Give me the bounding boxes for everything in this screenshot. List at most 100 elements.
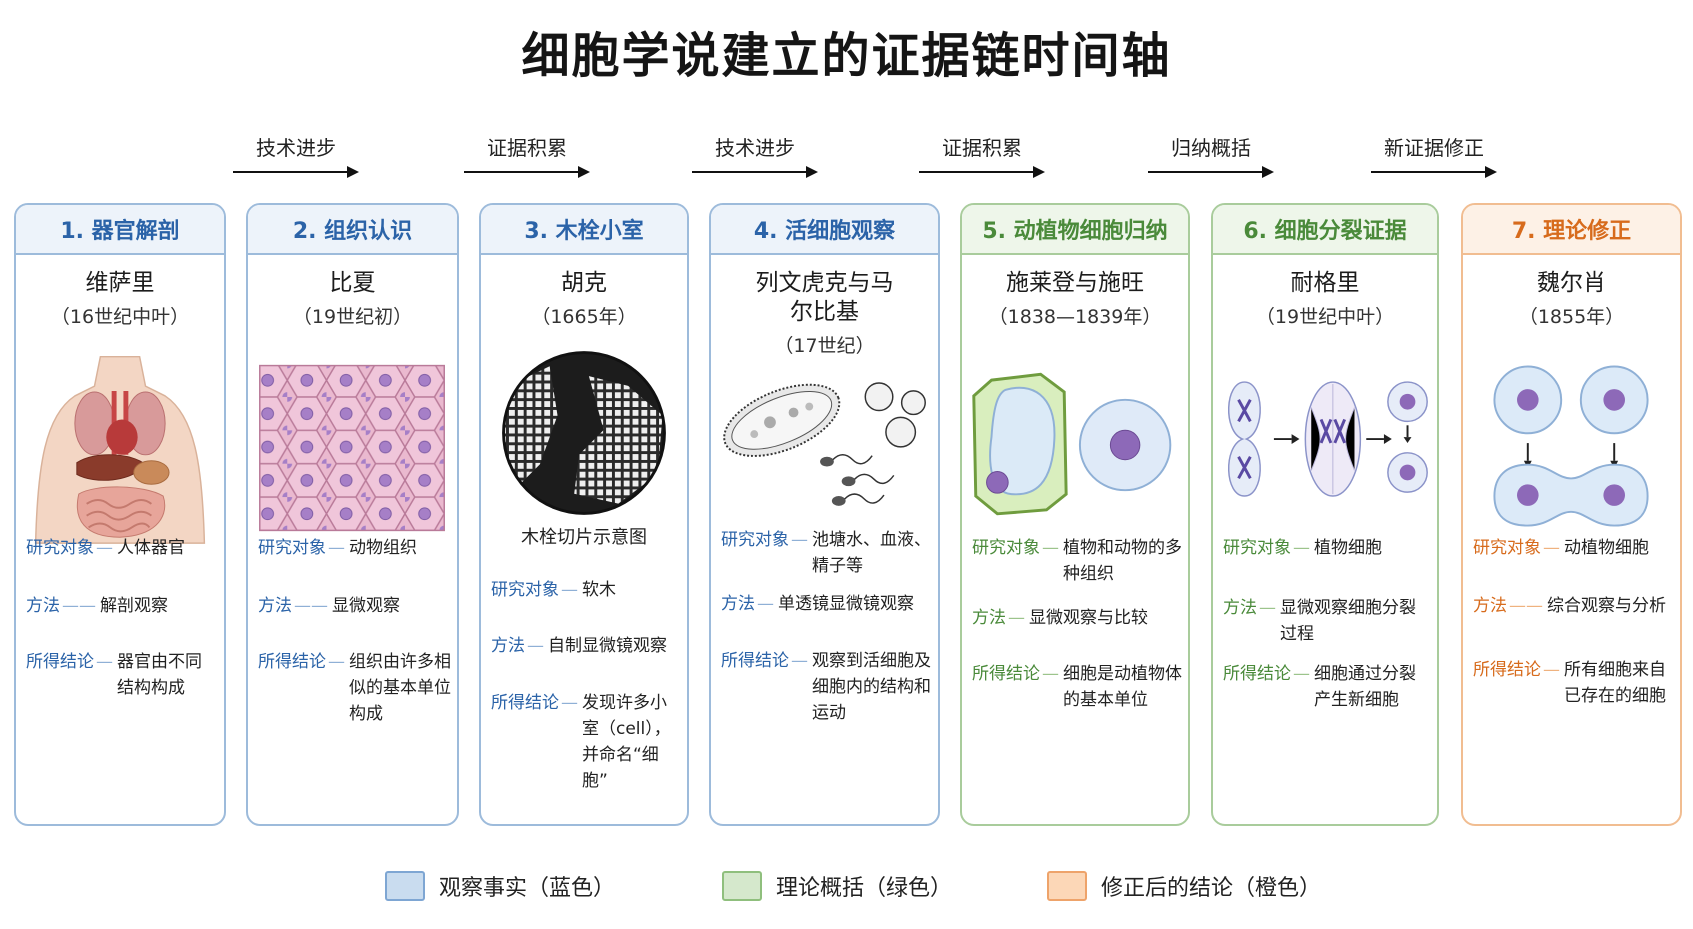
leader-line: ——	[294, 596, 328, 616]
stage-card-6: 6. 细胞分裂证据 耐格里 （19世纪中叶） 研究对象—植物细胞 方法—显微观察…	[1211, 203, 1439, 826]
conclusion-label: 所得结论	[26, 652, 94, 672]
stage-card-5: 5. 动植物细胞归纳 施莱登与施旺 （1838—1839年） 研究对象—植物和动…	[960, 203, 1190, 826]
conclusion-label: 所得结论	[721, 651, 789, 671]
connector-6: 新证据修正	[1369, 132, 1499, 182]
method-value: 显微观察与比较	[1029, 608, 1148, 628]
method-row: 方法——显微观察	[258, 593, 451, 619]
period-label: （1855年）	[1518, 306, 1625, 328]
legend-item-observation: 观察事实（蓝色）	[385, 870, 615, 902]
period-label: （19世纪初）	[292, 306, 413, 328]
method-value: 解剖观察	[100, 596, 168, 616]
connector-label: 归纳概括	[1171, 136, 1251, 160]
stage-heading: 6. 细胞分裂证据	[1213, 205, 1437, 255]
connector-label: 技术进步	[256, 136, 336, 160]
legend-label: 修正后的结论（橙色）	[1101, 876, 1322, 901]
object-row: 研究对象—动物组织	[258, 535, 451, 561]
leader-line: —	[1543, 660, 1560, 680]
stage-heading: 5. 动植物细胞归纳	[962, 205, 1188, 255]
method-label: 方法	[26, 596, 60, 616]
method-label: 方法	[491, 636, 525, 656]
legend-label: 观察事实（蓝色）	[439, 876, 616, 901]
leader-line: —	[1543, 538, 1560, 558]
conclusion-label: 所得结论	[972, 664, 1040, 684]
connector-label: 新证据修正	[1384, 136, 1484, 160]
stage-card-3: 3. 木栓小室 胡克 （1665年） 木栓切片示意图 研究对象—软木 方法—自制…	[479, 203, 689, 826]
connector-1: 技术进步	[231, 132, 361, 182]
conclusion-row: 所得结论—所有细胞来自已存在的细胞	[1473, 657, 1674, 709]
conclusion-value: 发现许多小室（cell），并命名“细胞”	[582, 693, 671, 791]
leader-line: —	[1042, 538, 1059, 558]
stage-heading: 1. 器官解剖	[16, 205, 224, 255]
stage-heading: 2. 组织认识	[248, 205, 457, 255]
scientist-name: 施莱登与施旺	[1006, 270, 1144, 296]
object-label: 研究对象	[258, 538, 326, 558]
legend-swatch	[385, 871, 425, 901]
object-value: 软木	[582, 580, 616, 600]
human-anatomy-illustration	[34, 355, 206, 544]
leader-line: —	[561, 693, 578, 713]
arrow-right-icon	[1148, 166, 1274, 178]
object-value: 动物组织	[349, 538, 417, 558]
method-label: 方法	[721, 594, 755, 614]
stage-card-7: 7. 理论修正 魏尔肖 （1855年） 研究对象—动植物细胞 方法——综合观察与…	[1461, 203, 1682, 826]
leader-line: —	[328, 538, 345, 558]
scientist-name: 比夏	[329, 270, 376, 296]
stage-card-4: 4. 活细胞观察 列文虎克与马尔比基 （17世纪） 研究对象—池塘水、血液、精子…	[709, 203, 940, 826]
leader-line: —	[791, 651, 808, 671]
method-value: 单透镜显微镜观察	[778, 594, 914, 614]
scientist-name: 胡克	[561, 270, 607, 296]
method-value: 显微观察细胞分裂过程	[1280, 598, 1416, 644]
arrow-right-icon	[464, 166, 590, 178]
object-value: 池塘水、血液、精子等	[812, 530, 931, 576]
conclusion-label: 所得结论	[258, 652, 326, 672]
object-row: 研究对象—软木	[491, 577, 681, 603]
leader-line: —	[527, 636, 544, 656]
conclusion-value: 所有细胞来自已存在的细胞	[1564, 660, 1666, 706]
conclusion-label: 所得结论	[1223, 664, 1291, 684]
leader-line: —	[96, 652, 113, 672]
arrow-right-icon	[233, 166, 359, 178]
period-label: （17世纪）	[774, 335, 875, 357]
conclusion-row: 所得结论—器官由不同结构构成	[26, 649, 218, 701]
legend-swatch	[722, 871, 762, 901]
conclusion-value: 细胞是动植物体的基本单位	[1063, 664, 1182, 710]
cork-section-illustration	[502, 351, 666, 515]
object-row: 研究对象—植物和动物的多种组织	[972, 535, 1182, 587]
legend-swatch	[1047, 871, 1087, 901]
arrow-right-icon	[692, 166, 818, 178]
conclusion-row: 所得结论—发现许多小室（cell），并命名“细胞”	[491, 690, 681, 794]
conclusion-value: 组织由许多相似的基本单位构成	[349, 652, 451, 724]
object-value: 动植物细胞	[1564, 538, 1649, 558]
method-row: 方法—自制显微镜观察	[491, 633, 681, 659]
conclusion-value: 细胞通过分裂产生新细胞	[1314, 664, 1416, 710]
leader-line: —	[1293, 538, 1310, 558]
period-label: （19世纪中叶）	[1255, 306, 1395, 328]
leader-line: —	[1259, 598, 1276, 618]
method-row: 方法—单透镜显微镜观察	[721, 591, 932, 617]
leader-line: —	[1293, 664, 1310, 684]
object-row: 研究对象—动植物细胞	[1473, 535, 1674, 561]
conclusion-row: 所得结论—观察到活细胞及细胞内的结构和运动	[721, 648, 932, 726]
connector-label: 证据积累	[942, 136, 1022, 160]
arrow-right-icon	[919, 166, 1045, 178]
connector-2: 证据积累	[462, 132, 592, 182]
leader-line: ——	[1509, 596, 1543, 616]
period-label: （1665年）	[531, 306, 637, 328]
tissue-cells-illustration	[259, 364, 445, 532]
object-label: 研究对象	[1223, 538, 1291, 558]
object-label: 研究对象	[26, 538, 94, 558]
conclusion-row: 所得结论—细胞是动植物体的基本单位	[972, 661, 1182, 713]
leader-line: —	[1042, 664, 1059, 684]
cell-division-illustration	[1227, 381, 1428, 497]
object-row: 研究对象—人体器官	[26, 535, 218, 561]
method-row: 方法—显微观察细胞分裂过程	[1223, 595, 1431, 647]
scientist-name: 列文虎克与马尔比基	[755, 270, 894, 325]
method-label: 方法	[1473, 596, 1507, 616]
leader-line: —	[757, 594, 774, 614]
page-title: 细胞学说建立的证据链时间轴	[521, 28, 1172, 84]
connector-5: 归纳概括	[1146, 132, 1276, 182]
conclusion-row: 所得结论—细胞通过分裂产生新细胞	[1223, 661, 1431, 713]
conclusion-label: 所得结论	[1473, 660, 1541, 680]
legend-label: 理论概括（绿色）	[776, 876, 953, 901]
stage-card-1: 1. 器官解剖 维萨里 （16世纪中叶） 研究对象—人体器官 方法——解剖观察 …	[14, 203, 226, 826]
